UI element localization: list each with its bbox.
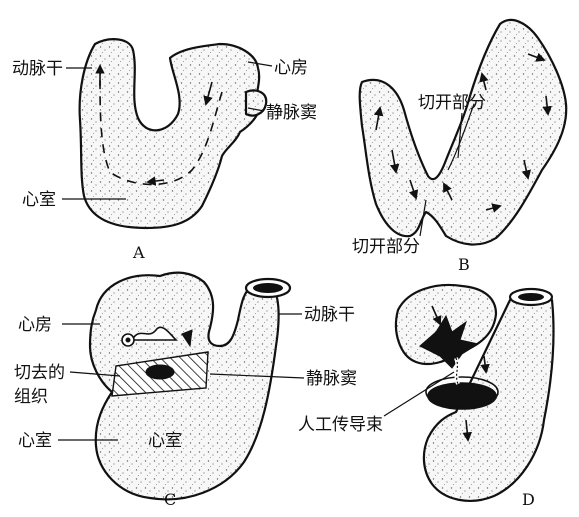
panel-a-label-ventricle: 心室	[22, 190, 56, 210]
panel-a-label-sinus: 静脉窦	[266, 103, 317, 123]
panel-d-label-conduction: 人工传导束	[298, 415, 383, 435]
panel-c-label-atrium: 心房	[18, 315, 52, 335]
panel-c-label-truncus: 动脉干	[304, 305, 355, 325]
panel-c: 心房 动脉干 切去的 组织 静脉窦 心室 心室 C	[14, 273, 357, 509]
panel-c-av-opening	[146, 365, 174, 379]
panel-c-label-sinus: 静脉窦	[306, 369, 357, 389]
panel-a-letter: A	[132, 243, 145, 262]
panel-c-label-ventricle-left: 心室	[18, 431, 52, 451]
panel-b-label-cut-top: 切开部分	[418, 93, 486, 113]
panel-c-label-ventricle-inner: 心室	[148, 431, 182, 451]
panel-b: 切开部分 切开部分 B	[352, 20, 566, 274]
panel-a-label-atrium: 心房	[274, 58, 308, 78]
panel-a: 动脉干 心房 静脉窦 心室 A	[12, 39, 317, 262]
panel-d-truncus-lumen	[518, 293, 544, 301]
panel-a-sinus-lobe	[246, 91, 266, 116]
panel-a-label-truncus: 动脉干	[12, 59, 63, 79]
panel-b-letter: B	[458, 255, 470, 274]
panel-d-ventricular-opening	[428, 383, 496, 409]
panel-b-heart-tube	[360, 20, 567, 245]
panel-c-label-removed-1: 切去的	[14, 363, 65, 383]
panel-c-valve-left-dot	[126, 338, 131, 343]
panel-d-letter: D	[522, 490, 535, 509]
panel-b-label-cut-bottom: 切开部分	[352, 237, 420, 257]
panel-c-letter: C	[164, 490, 176, 509]
panel-a-heart-tube	[80, 39, 260, 228]
panel-c-label-removed-2: 组织	[14, 387, 48, 407]
panel-c-truncus-lumen	[253, 283, 283, 293]
